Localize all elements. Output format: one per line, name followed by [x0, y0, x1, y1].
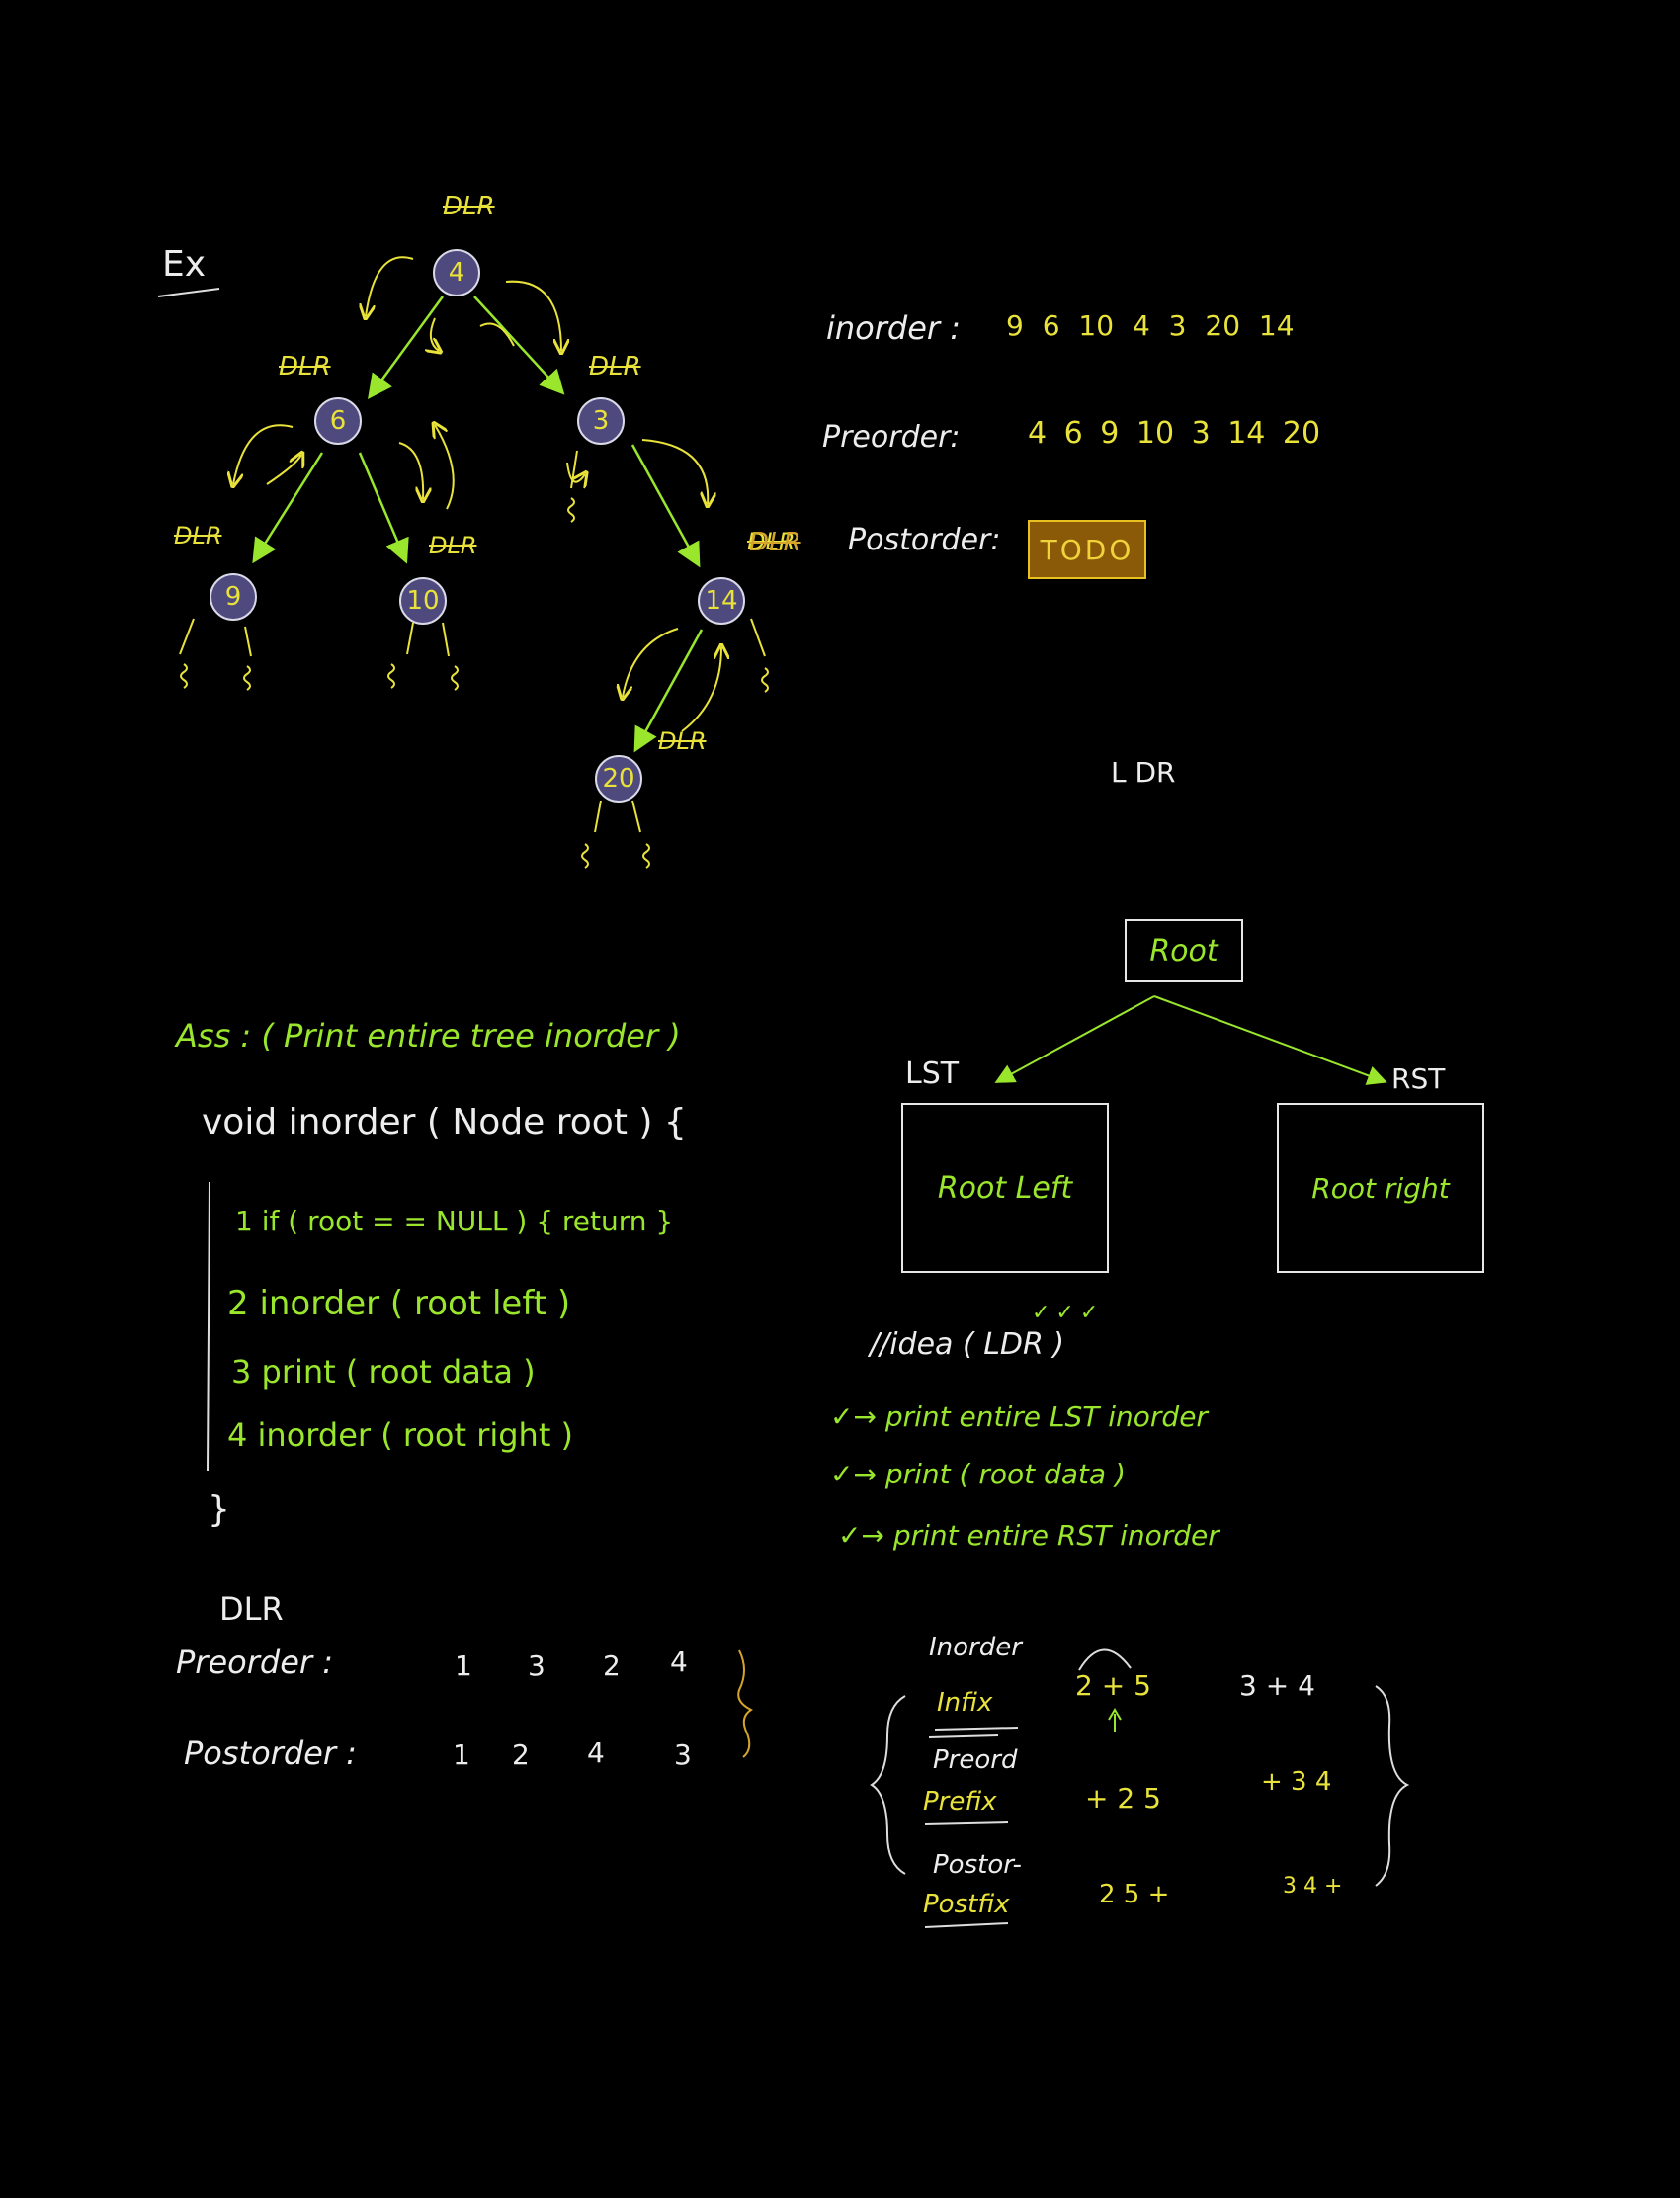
idea-step-3: ✓→ print entire RST inorder	[838, 1519, 1219, 1552]
code-line-1-text: 1 if ( root = = NULL ) { return }	[235, 1205, 674, 1237]
expr-infix-a: 2 + 5	[1075, 1669, 1151, 1702]
preorder-values: 4 6 9 10 3 14 20	[1028, 416, 1321, 451]
orange-brace	[737, 1649, 753, 1758]
example2-pre-3: 2	[603, 1649, 621, 1682]
expr-postfix-a: 2 5 +	[1099, 1880, 1170, 1909]
code-close-brace: }	[208, 1489, 230, 1530]
code-signature: void inorder ( Node root ) {	[202, 1102, 687, 1142]
root-split-arrows	[994, 995, 1387, 1085]
code-line-3: 3 print ( root data )	[231, 1353, 536, 1391]
expr-infix-b: 3 + 4	[1239, 1669, 1315, 1702]
dlr-mark-root: DLR	[443, 192, 495, 221]
tree-node-9: 9	[210, 573, 257, 621]
expr-postorder-label: Postor-	[933, 1850, 1022, 1880]
tree-node-14: 14	[698, 577, 745, 625]
left-subtree-box: Root Left	[901, 1103, 1109, 1273]
ldr-label: L DR	[1111, 756, 1176, 789]
example2-dlr: DLR	[219, 1590, 284, 1628]
dlr-mark-3: DLR	[589, 352, 641, 381]
example2-post-1: 1	[453, 1738, 470, 1771]
ex-underline	[157, 288, 220, 297]
operator-arc	[1078, 1648, 1132, 1671]
example-label: Ex	[162, 244, 207, 285]
example2-pre-1: 1	[455, 1649, 472, 1682]
tree-node-20: 20	[595, 755, 642, 803]
inorder-values: 9 6 10 4 3 20 14	[1006, 309, 1295, 342]
expr-postfix-b: 3 4 +	[1283, 1874, 1343, 1899]
operator-pointer	[1108, 1708, 1122, 1732]
expr-postfix-label: Postfix	[923, 1890, 1010, 1919]
expr-preorder-label: Preord	[933, 1745, 1018, 1775]
example2-pre-4: 4	[670, 1646, 688, 1678]
example2-pre-2: 3	[528, 1649, 546, 1682]
postorder-label: Postorder:	[848, 523, 1001, 557]
dlr-mark-10: DLR	[429, 532, 477, 559]
code-line-4: 4 inorder ( root right )	[227, 1416, 574, 1454]
postorder-todo-badge: TODO	[1028, 520, 1146, 579]
idea-step-1: ✓→ print entire LST inorder	[830, 1400, 1208, 1433]
dlr-mark-6: DLR	[279, 352, 331, 381]
right-brace	[1375, 1685, 1410, 1887]
idea-ticks: ✓✓✓	[1032, 1301, 1105, 1325]
expr-prefix-label: Prefix	[923, 1787, 997, 1817]
tree-node-6: 6	[314, 397, 362, 445]
code-line-2: 2 inorder ( root left )	[227, 1284, 571, 1323]
preorder-label: Preorder:	[822, 420, 961, 455]
example2-post-2: 2	[512, 1738, 530, 1771]
expr-prefix-a: + 2 5	[1085, 1782, 1161, 1815]
dlr-mark-9: DLR	[174, 522, 222, 550]
right-subtree-label: Root right	[1311, 1171, 1450, 1205]
tree-node-4: 4	[433, 249, 480, 296]
dlr-note: DLR	[749, 528, 801, 557]
tree-node-10: 10	[399, 577, 447, 625]
idea-title: //idea ( LDR )	[870, 1327, 1065, 1362]
example2-post-3: 4	[587, 1736, 605, 1769]
example2-post-4: 3	[674, 1738, 692, 1771]
left-brace	[870, 1695, 906, 1875]
tree-node-3: 3	[577, 397, 625, 445]
right-subtree-box: Root right	[1277, 1103, 1484, 1273]
example2-postorder-label: Postorder :	[184, 1734, 357, 1772]
tree-edges	[252, 296, 704, 753]
code-line-1: 1 if ( root = = NULL ) { return }	[235, 1208, 673, 1235]
inorder-label: inorder :	[826, 309, 962, 347]
lst-label: LST	[905, 1057, 960, 1091]
rst-label: RST	[1391, 1062, 1446, 1095]
idea-step-2: ✓→ print ( root data )	[830, 1458, 1126, 1490]
dlr-mark-20: DLR	[658, 727, 707, 755]
root-box: Root	[1125, 919, 1243, 982]
expr-underlines	[924, 1727, 1019, 1928]
dlr-mark-14: DLR	[747, 528, 796, 555]
root-box-label: Root	[1149, 933, 1218, 969]
code-block-bar	[207, 1181, 210, 1472]
expr-prefix-b: + 3 4	[1261, 1767, 1332, 1797]
expr-inorder-label: Inorder	[929, 1633, 1022, 1662]
assignment-title: Ass : ( Print entire tree inorder )	[176, 1017, 681, 1055]
traversal-arrows	[179, 256, 769, 869]
left-subtree-label: Root Left	[937, 1170, 1073, 1206]
expr-infix-label: Infix	[937, 1688, 993, 1718]
example2-preorder-label: Preorder :	[176, 1644, 333, 1681]
